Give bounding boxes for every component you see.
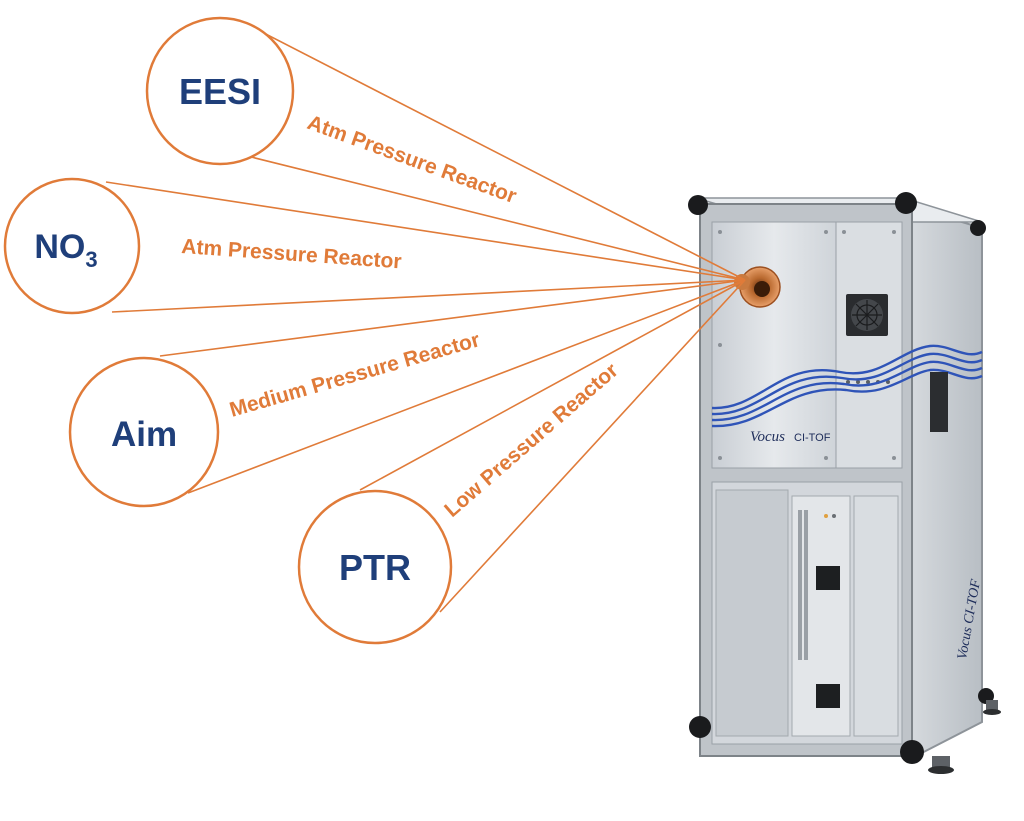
- no3-connector-upper: [105, 181, 746, 281]
- ion-source-label: PTR: [339, 547, 411, 588]
- module-connector-lower: [816, 684, 840, 708]
- cable-bundle: [711, 344, 983, 428]
- module-connector-upper: [816, 566, 840, 590]
- aim-connector-lower: [187, 279, 746, 494]
- lower-left-door: [715, 489, 789, 737]
- cabinet-upper-right-panel: [835, 221, 903, 469]
- reactor-label-no3: Atm Pressure Reactor: [181, 235, 403, 273]
- status-led: [832, 514, 836, 518]
- ion-source-name: NO: [34, 228, 85, 266]
- fan-icon: [846, 294, 888, 336]
- ptr-connector-upper: [359, 279, 746, 491]
- front-brand-logo: Vocus CI-TOF: [750, 429, 831, 445]
- side-vent: [930, 372, 948, 432]
- instrument: Vocus CI-TOF Vocus CI-TOF: [688, 192, 1001, 774]
- ptr-connector-lower: [439, 279, 746, 613]
- ion-source-no3: NO3: [3, 177, 141, 315]
- aim-connector-upper: [159, 279, 746, 357]
- lower-right-panel: [853, 495, 899, 737]
- module-vent: [798, 510, 808, 660]
- no3-connector-lower: [111, 279, 746, 313]
- ion-source-label: NO3: [34, 228, 97, 272]
- ion-source-ptr: PTR: [297, 489, 453, 645]
- cabinet-upper-panel: [711, 221, 837, 469]
- model-name: CI-TOF: [794, 432, 831, 444]
- ion-source-label: Aim: [111, 415, 177, 454]
- ion-source-label: EESI: [179, 71, 261, 112]
- ion-source-aim: Aim: [68, 356, 220, 508]
- cabinet-side-panel: [911, 205, 983, 760]
- reactor-label-ptr: Low Pressure Reactor: [440, 359, 622, 522]
- eesi-connector-upper: [253, 27, 746, 281]
- ion-source-subscript: 3: [85, 247, 97, 272]
- panel-screws: [718, 230, 896, 460]
- brand-name: Vocus: [750, 429, 785, 445]
- eesi-connector-lower: [242, 154, 746, 281]
- connector-lines: [105, 27, 746, 613]
- corner-caps: [688, 192, 994, 764]
- ion-source-eesi: EESI: [145, 16, 295, 166]
- status-led: [824, 514, 828, 518]
- reactor-label-eesi: Atm Pressure Reactor: [304, 111, 519, 208]
- cabinet-feet: [928, 700, 1001, 774]
